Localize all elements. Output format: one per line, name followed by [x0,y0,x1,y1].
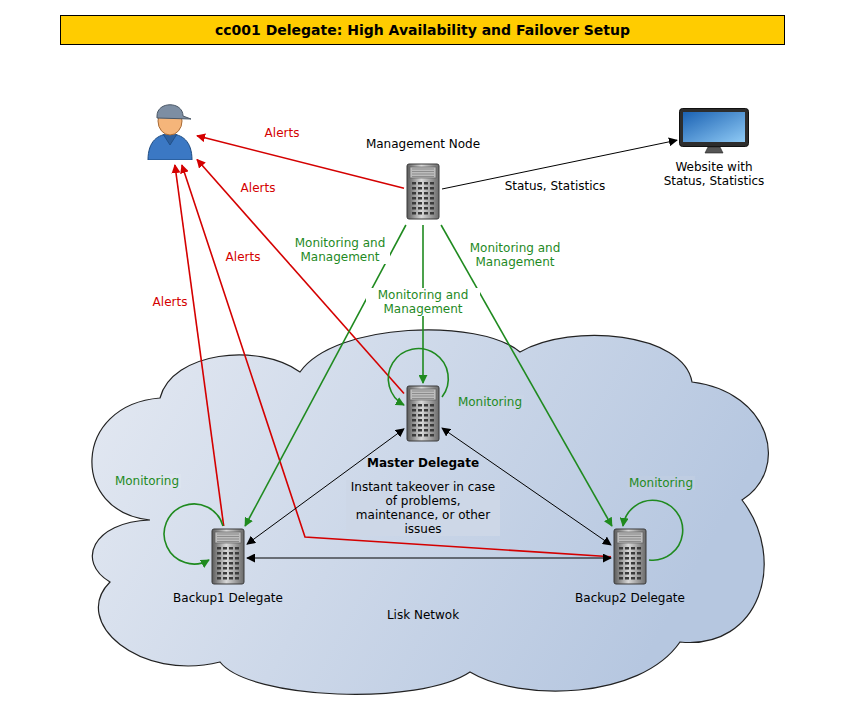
server-icon [211,528,245,588]
server-icon [613,528,647,588]
server-icon [406,385,440,445]
edge-label: Alerts [265,126,300,140]
master-server: Master Delegate [406,385,440,442]
backup-server: Backup1 Delegate [211,528,245,585]
node-label: Management Node [366,137,480,151]
edge-label: Monitoring and Management [366,288,480,316]
user-icon [145,95,195,160]
title-banner: cc001 Delegate: High Availability and Fa… [60,15,785,45]
backup-server: Backup2 Delegate [613,528,647,585]
node-label: Master Delegate [367,456,479,470]
monitor-icon [679,108,749,157]
edge-label: Monitoring [456,395,524,409]
node-label: Website with Status, Statistics [654,160,774,188]
website-monitor: Website with Status, Statistics [679,108,749,154]
edge-label: Monitoring [627,476,695,490]
edge-label: Monitoring [113,474,181,488]
note-label: Instant takeover in case of problems, ma… [346,480,500,536]
edge-label: Alerts [241,181,276,195]
node-label: Backup1 Delegate [173,591,283,605]
connector-arrow [247,558,611,559]
edge-label: Monitoring and Management [463,241,567,269]
user-icon [145,95,195,163]
edge-label: Monitoring and Management [290,236,390,264]
node-label: Backup2 Delegate [575,591,685,605]
edge-label: Alerts [153,295,188,309]
server-icon [406,163,440,223]
management-server: Management Node [406,163,440,220]
node-label: Lisk Netwok [387,608,459,622]
edge-label: Alerts [226,250,261,264]
edge-label: Status, Statistics [505,179,606,193]
